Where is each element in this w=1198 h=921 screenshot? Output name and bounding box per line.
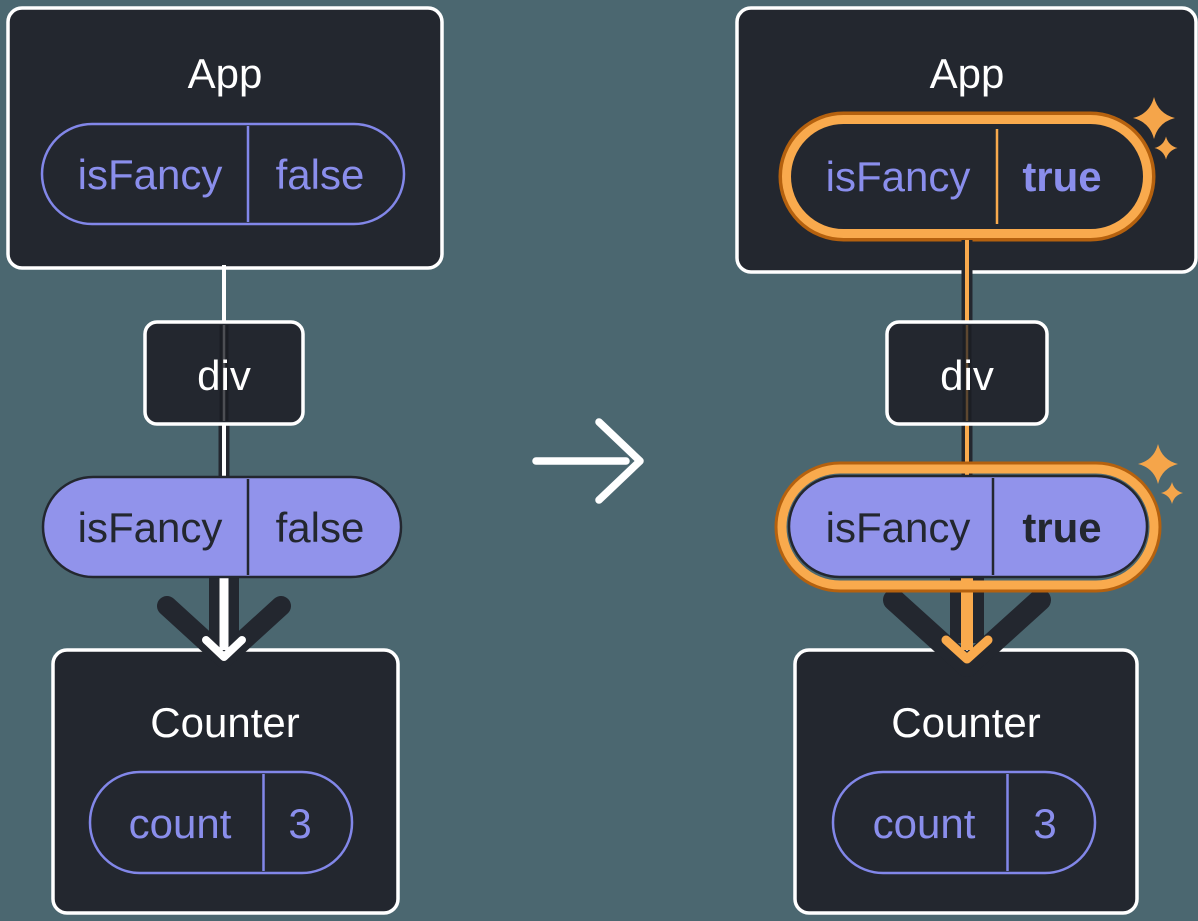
highlight-ring-inner — [782, 115, 1152, 238]
arrow-right-icon — [532, 418, 644, 504]
app-card-before: App isFancy false — [6, 6, 444, 270]
passed-prop-value: true — [1022, 504, 1101, 551]
passed-prop-pill-after: isFancy true — [774, 444, 1183, 593]
state-value: 3 — [1033, 800, 1056, 847]
highlight-ring-inner — [777, 464, 1159, 590]
prop-value: false — [276, 151, 365, 198]
prop-pill-outline — [40, 122, 406, 226]
arrow-down-icon — [883, 589, 1051, 677]
highlight-ring-outer — [774, 461, 1162, 593]
counter-title: Counter — [891, 699, 1040, 746]
sparkle-icon-large — [1133, 97, 1175, 139]
counter-state-pill: count 3 — [831, 770, 1097, 875]
highlight-ring-outer — [778, 111, 1156, 242]
counter-state-pill: count 3 — [88, 770, 354, 875]
connectors-after — [883, 240, 1051, 677]
sparkle-icon-small — [1161, 482, 1183, 504]
passed-prop-value: false — [276, 504, 365, 551]
counter-title: Counter — [150, 699, 299, 746]
state-pill-outline — [88, 770, 354, 875]
counter-card-after: Counter count 3 — [793, 648, 1139, 915]
arrow-down-core-icon — [202, 636, 246, 661]
app-prop-pill-highlighted: isFancy true — [778, 97, 1178, 242]
prop-value: true — [1022, 153, 1101, 200]
passed-prop-name: isFancy — [78, 504, 223, 551]
app-title: App — [188, 50, 263, 97]
div-card — [885, 320, 1049, 426]
counter-card-before: Counter count 3 — [51, 648, 400, 915]
passed-prop-name: isFancy — [826, 504, 971, 551]
app-prop-pill: isFancy false — [40, 122, 406, 226]
div-card-after: div — [885, 320, 1049, 426]
prop-name: isFancy — [826, 153, 971, 200]
state-name: count — [873, 800, 976, 847]
div-card-before: div — [143, 320, 305, 426]
sparkle-icon-large — [1138, 444, 1178, 484]
passed-prop-pill-before: isFancy false — [41, 475, 403, 579]
passed-pill — [787, 474, 1149, 579]
sparkle-icon-small — [1154, 136, 1178, 160]
div-title: div — [197, 352, 251, 399]
state-value: 3 — [288, 800, 311, 847]
passed-pill — [41, 475, 403, 579]
app-title: App — [930, 50, 1005, 97]
state-pill-outline — [831, 770, 1097, 875]
div-title: div — [940, 352, 994, 399]
panel-after: App isFancy true Counter count 3 — [735, 6, 1198, 915]
arrow-right-head — [595, 418, 644, 504]
div-card — [143, 320, 305, 426]
app-card — [6, 6, 444, 270]
state-name: count — [129, 800, 232, 847]
app-card-after: App isFancy true — [735, 6, 1198, 274]
arrow-down-core-icon — [941, 635, 993, 664]
panel-before: App isFancy false Counter count 3 — [6, 6, 444, 915]
prop-name: isFancy — [78, 151, 223, 198]
